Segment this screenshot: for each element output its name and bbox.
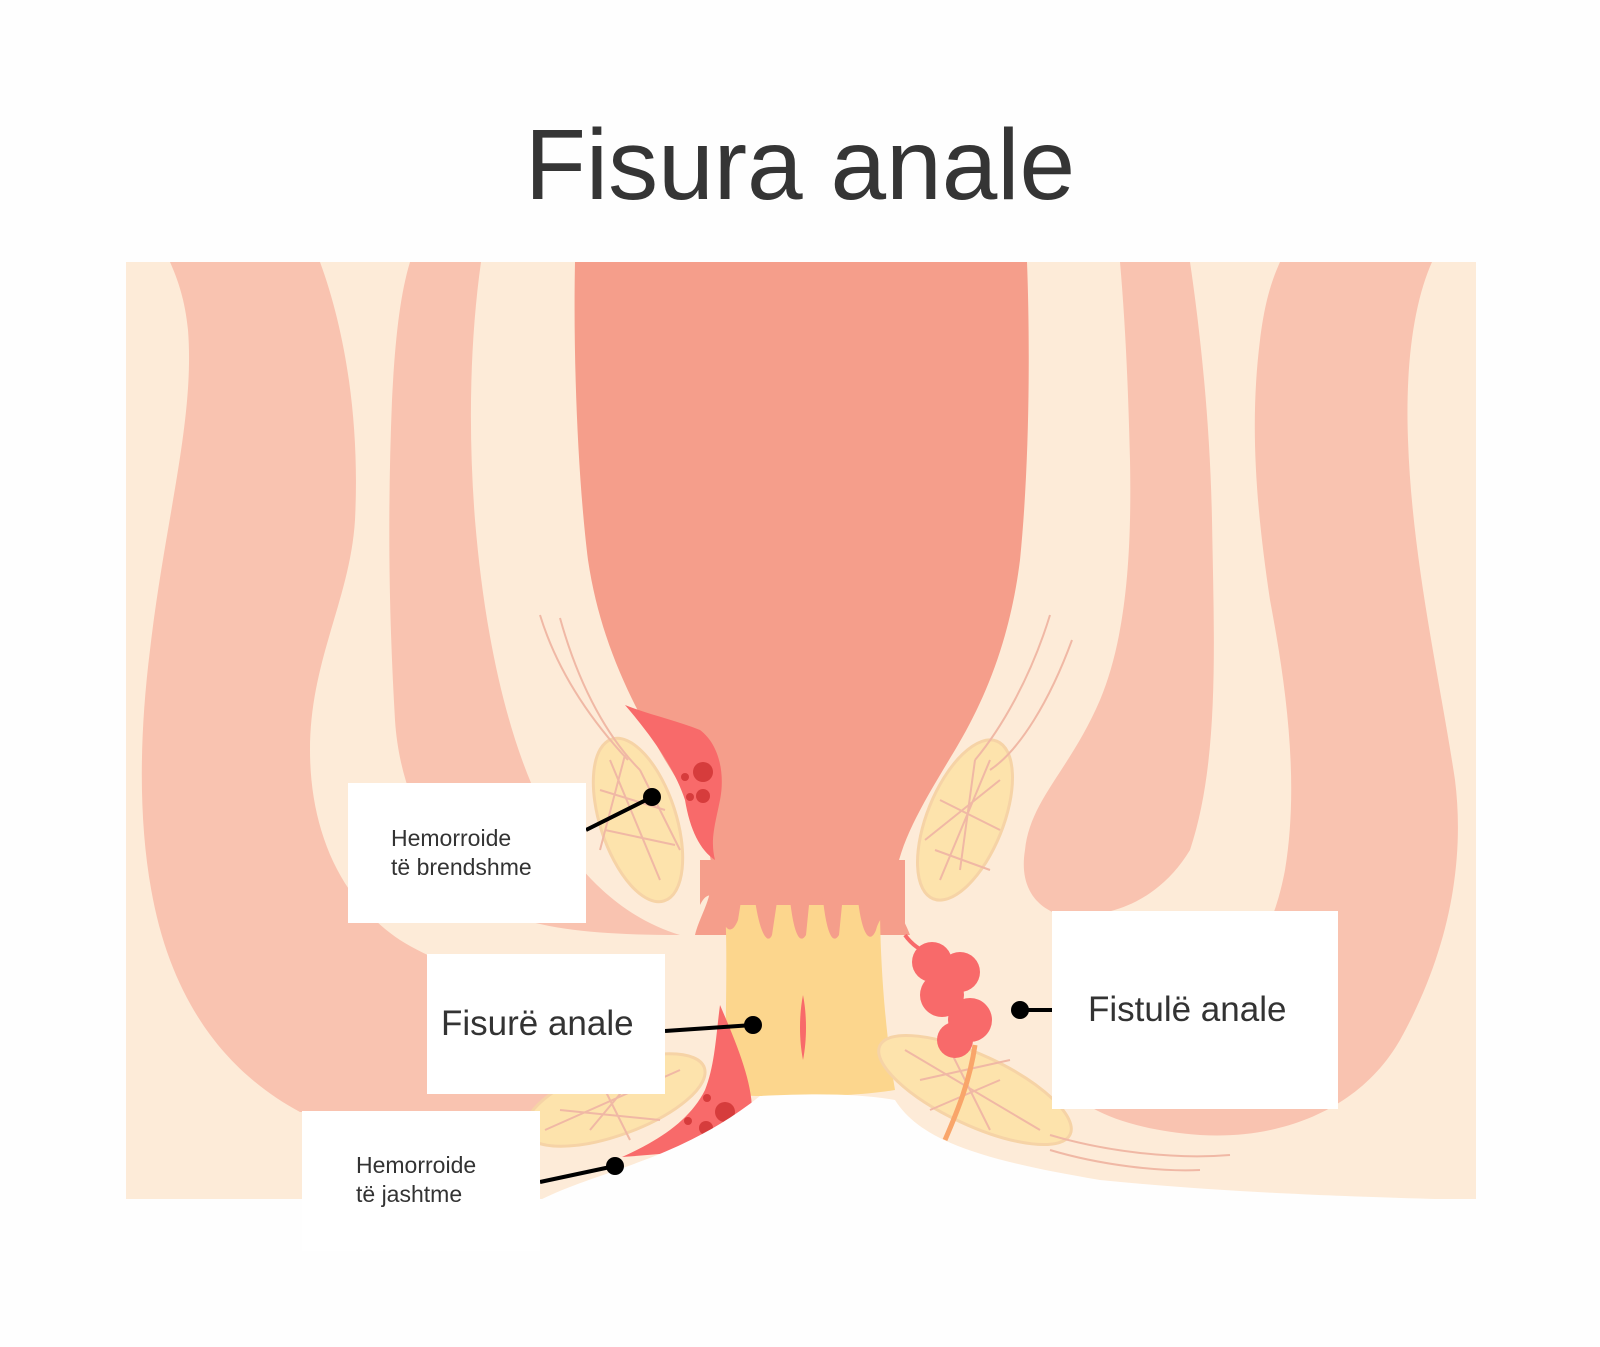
skin-bottom-edge — [540, 1094, 1476, 1347]
external-hemorrhoid-spot — [684, 1117, 692, 1125]
internal-hemorrhoid-spot — [681, 773, 689, 781]
external-hemorrhoid-spot — [715, 1102, 735, 1122]
pointer-anal-fistula — [1011, 1001, 1052, 1019]
pointer-anal-fissure — [664, 1016, 762, 1034]
right-upper-vein-network — [924, 614, 1073, 881]
fistula-tract-lower — [942, 1044, 978, 1141]
label-anal-fissure: Fisurë anale — [427, 954, 665, 1094]
right-outer-muscle — [1054, 262, 1458, 1136]
label-anal-fistula: Fistulë anale — [1052, 911, 1338, 1109]
pointer-internal-hemorrhoid — [585, 788, 661, 832]
label-anal-fistula-text: Fistulë anale — [1088, 990, 1287, 1029]
fissure-tear — [800, 995, 806, 1060]
internal-hemorrhoid-spot — [696, 789, 710, 803]
right-inner-muscle — [1023, 262, 1214, 916]
internal-hemorrhoid-spot — [686, 793, 694, 801]
anal-canal — [725, 905, 895, 1097]
fistula-tract-upper — [903, 933, 933, 957]
label-internal-hemorrhoids: Hemorroide të brendshme — [348, 783, 586, 923]
internal-hemorrhoid — [625, 705, 722, 860]
left-lower-vein-network — [544, 1069, 681, 1141]
left-upper-vein-network — [539, 614, 681, 881]
diagram-title: Fisura anale — [524, 109, 1076, 221]
label-external-hemorrhoids-text: Hemorroide të jashtme — [356, 1152, 477, 1207]
internal-hemorrhoid-spot — [693, 762, 713, 782]
anal-columns — [700, 860, 905, 939]
left-outer-muscle — [141, 262, 560, 1112]
left-inner-muscle — [389, 262, 680, 935]
external-hemorrhoid-spot — [703, 1094, 711, 1102]
left-upper-fat-lobule — [591, 736, 685, 904]
label-internal-hemorrhoids-text: Hemorroide të brendshme — [391, 825, 532, 880]
right-lower-vein-network — [904, 1049, 1231, 1172]
pointer-external-hemorrhoid — [539, 1157, 624, 1184]
label-external-hemorrhoids: Hemorroide të jashtme — [302, 1111, 540, 1251]
label-anal-fissure-text: Fisurë anale — [441, 1004, 634, 1043]
